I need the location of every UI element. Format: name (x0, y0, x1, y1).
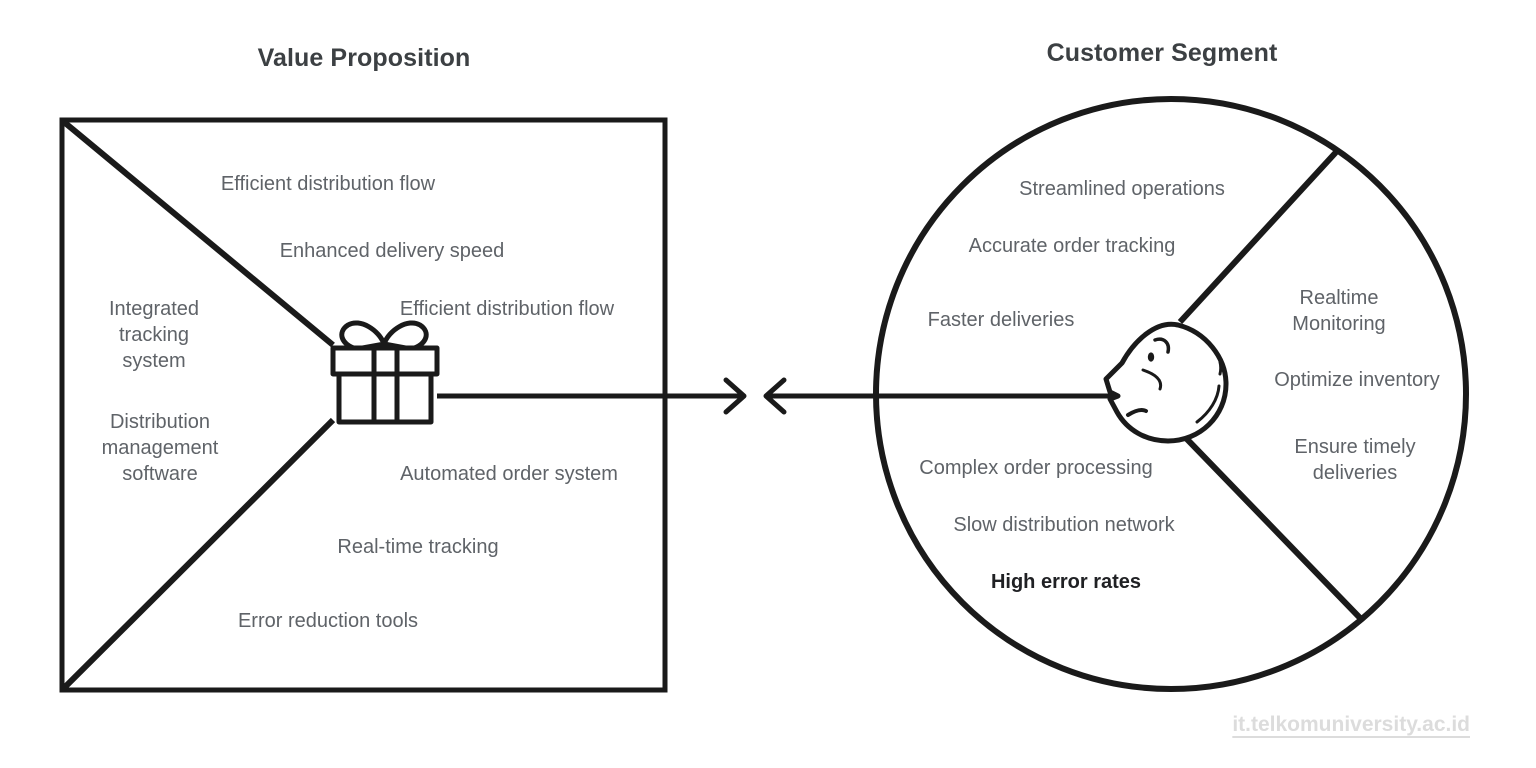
customer-segment-note-6: Ensure timely deliveries (1294, 436, 1416, 484)
value-proposition-note-6: Automated order system (400, 463, 618, 485)
gift-bow-right (381, 320, 429, 352)
mouth-line (1126, 408, 1148, 417)
value-proposition-note-1: Efficient distribution flow (220, 173, 436, 195)
customer-segment-note-9: High error rates (990, 571, 1142, 593)
value-proposition-note-2: Enhanced delivery speed (279, 240, 505, 262)
cs-divider-lower (1179, 431, 1365, 623)
value-proposition-note-8: Error reduction tools (237, 610, 419, 632)
vp-divider-upper (62, 119, 335, 348)
value-proposition-note-3: Integrated tracking system (108, 298, 200, 372)
customer-segment-title: Customer Segment (1046, 39, 1278, 67)
nose-line (1141, 368, 1163, 391)
customer-segment-note-1: Streamlined operations (1019, 178, 1225, 200)
eyebrow-icon (1153, 337, 1171, 354)
gift-lid (330, 345, 440, 377)
value-proposition-note-4: Efficient distribution flow (399, 298, 615, 320)
customer-segment-note-2: Accurate order tracking (968, 235, 1176, 257)
customer-segment-note-3: Faster deliveries (927, 309, 1075, 331)
connector-right-arrowhead (763, 377, 787, 415)
gift-bow-left (339, 320, 387, 352)
connector-left-arrowhead (723, 377, 747, 415)
vp-divider-lower (61, 417, 336, 691)
jaw-tick (1218, 360, 1223, 376)
cs-divider-upper (1177, 147, 1341, 325)
value-proposition-outline (59, 117, 668, 693)
gift-box-icon (330, 320, 440, 425)
customer-segment-note-5: Optimize inventory (1274, 369, 1440, 391)
site-watermark[interactable]: it.telkomuniversity.ac.id (1232, 713, 1470, 736)
value-proposition-title: Value Proposition (257, 44, 471, 72)
customer-segment-circle (873, 96, 1469, 692)
fit-connector (662, 377, 1121, 415)
eye-icon (1147, 352, 1155, 362)
customer-segment-note-4: Realtime Monitoring (1292, 287, 1386, 335)
customer-segment-note-8: Slow distribution network (953, 514, 1175, 536)
gift-body (336, 371, 434, 425)
value-proposition-note-5: Distribution management software (101, 411, 219, 485)
customer-segment-note-7: Complex order processing (919, 457, 1153, 479)
value-proposition-square (59, 117, 668, 693)
value-proposition-note-7: Real-time tracking (337, 536, 499, 558)
jaw-arc (1195, 384, 1221, 424)
customer-segment-outline (873, 96, 1469, 692)
customer-head-icon (1103, 321, 1229, 444)
